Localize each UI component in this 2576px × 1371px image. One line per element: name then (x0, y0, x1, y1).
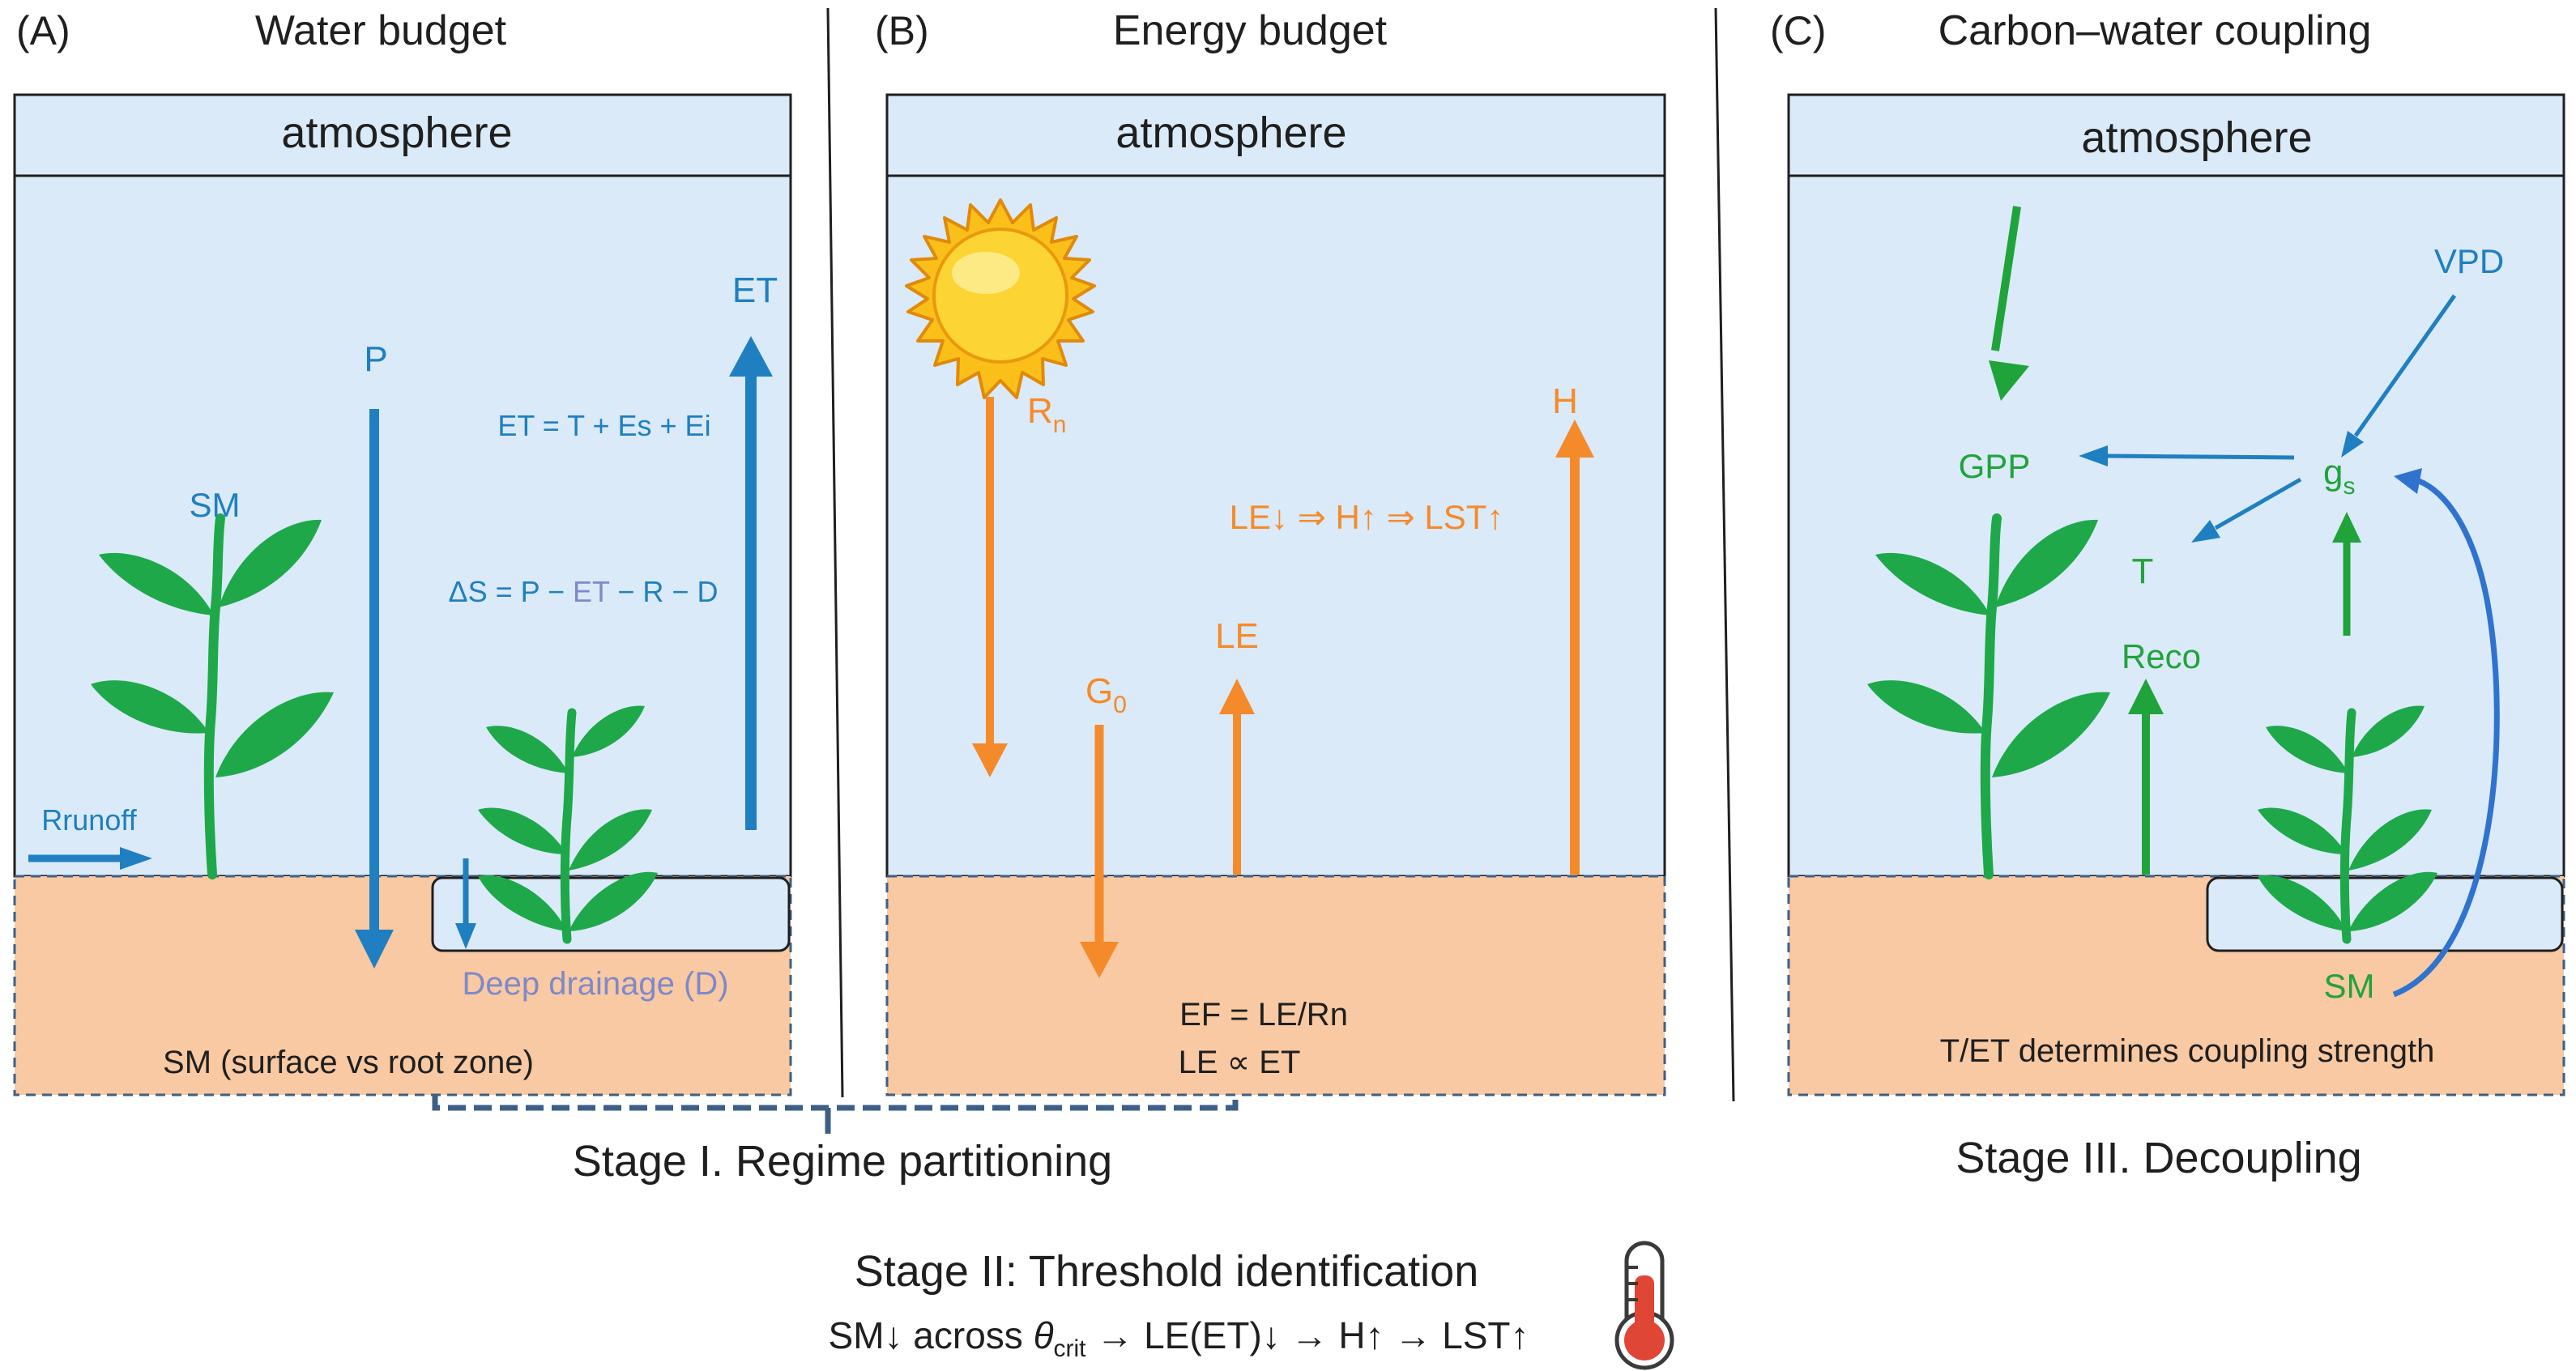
panel-c-carbon-water: (C) Carbon–water coupling atmosphere GPP… (1770, 7, 2565, 1096)
panel-a-sky (13, 93, 792, 878)
divider-line-ab (826, 7, 844, 1098)
panel-a-runoff-arrowhead (120, 847, 152, 870)
stage-3-label: Stage III. Decoupling (1955, 1134, 2361, 1182)
panel-a-runoff-label: Rrunoff (41, 803, 137, 837)
panel-b-atmosphere-label: atmosphere (1115, 109, 1346, 157)
panel-c-title: Carbon–water coupling (1938, 7, 2372, 54)
panel-b-rn-arrowhead (972, 743, 1008, 777)
panel-c-vpd-arrowhead (2341, 431, 2364, 458)
panel-b-g0-arrowhead (1080, 942, 1119, 978)
panel-a-deep-drainage-label: Deep drainage (D) (462, 966, 728, 1002)
sun-icon (905, 198, 1096, 399)
panel-c-co2-arrow (1991, 206, 2021, 351)
panel-a-precipitation-arrowhead (355, 930, 394, 969)
panel-c-sky (1787, 93, 2565, 878)
divider-line-bc (1714, 7, 1735, 1102)
stage-1-bracket (432, 1095, 1239, 1111)
panel-c-sm-feedback-arrowhead (2394, 468, 2422, 494)
thermometer-icon (1614, 1241, 1674, 1370)
panel-b-h-label: H (1552, 381, 1578, 421)
panel-a-p-label: P (364, 339, 387, 379)
panel-c-plant-to-gs-arrowhead (2332, 512, 2361, 543)
panel-a-et-equation: ET = T + Es + Ei (497, 409, 710, 442)
stage-1-label: Stage I. Regime partitioning (573, 1137, 1112, 1186)
panel-c-gs-label: gs (2323, 453, 2355, 500)
panel-a-storage-equation: ΔS = P − ET − R − D (449, 575, 719, 608)
panel-c-sm-label: SM (2324, 967, 2375, 1005)
panel-b-rn-label: Rn (1027, 391, 1066, 438)
panel-b-ef-equation: EF = LE/Rn (1179, 997, 1348, 1033)
panel-a-letter: (A) (16, 8, 70, 53)
panel-c-gs-to-gpp-arrow (2105, 453, 2295, 460)
panel-b-g0-label: G0 (1085, 671, 1127, 718)
stage-2-chain: SM↓ across θcrit → LE(ET)↓ → H↑ → LST↑ (829, 1314, 1529, 1362)
panel-c-atmosphere-label: atmosphere (2081, 113, 2312, 162)
panel-c-sm-feedback-arrow (2392, 476, 2500, 998)
panel-a-sm-label: SM (190, 486, 241, 524)
panel-b-le-arrowhead (1219, 679, 1255, 714)
panel-b-h-arrowhead (1555, 419, 1594, 458)
panel-c-gs-to-t-arrowhead (2191, 520, 2220, 543)
panel-c-reco-label: Reco (2122, 637, 2201, 675)
panel-a-et-label: ET (732, 270, 778, 310)
panel-b-le-label: LE (1215, 616, 1259, 656)
panel-c-t-label: T (2132, 551, 2154, 591)
panel-a-drainage-arrowhead (455, 923, 476, 949)
panel-b-chain-label: LE↓ ⇒ H↑ ⇒ LST↑ (1230, 498, 1504, 536)
stage-2-title: Stage II: Threshold identification (855, 1247, 1478, 1296)
panel-c-soil-label: T/ET determines coupling strength (1940, 1033, 2435, 1069)
panel-c-letter: (C) (1770, 8, 1826, 53)
panel-a-et-arrowhead (729, 336, 773, 377)
panel-b-energy-budget: (B) Energy budget atmosphere Rn G0 LE H … (875, 7, 1666, 1096)
panel-a-atmosphere-label: atmosphere (281, 109, 512, 157)
panel-c-reco-arrowhead (2128, 679, 2164, 714)
panel-a-storage-equation-et: ET (573, 575, 610, 608)
panel-a-soil-label: SM (surface vs root zone) (163, 1045, 534, 1080)
panel-b-le-proportional: LE ∝ ET (1179, 1045, 1301, 1080)
panel-b-title: Energy budget (1113, 7, 1388, 54)
panel-c-vpd-label: VPD (2434, 242, 2504, 280)
panel-a-water-budget: (A) Water budget atmosphere P ET SM ET =… (13, 7, 792, 1096)
panel-a-title: Water budget (255, 7, 507, 54)
panel-c-gs-to-gpp-arrowhead (2079, 445, 2108, 466)
panel-b-letter: (B) (875, 8, 929, 53)
panel-b-soil (885, 875, 1666, 1096)
panel-c-co2-arrowhead (1989, 360, 2029, 401)
panel-c-vpd-arrow (2353, 294, 2457, 437)
panel-c-gpp-label: GPP (1959, 447, 2031, 485)
panel-c-gs-to-t-arrow (2214, 477, 2302, 530)
